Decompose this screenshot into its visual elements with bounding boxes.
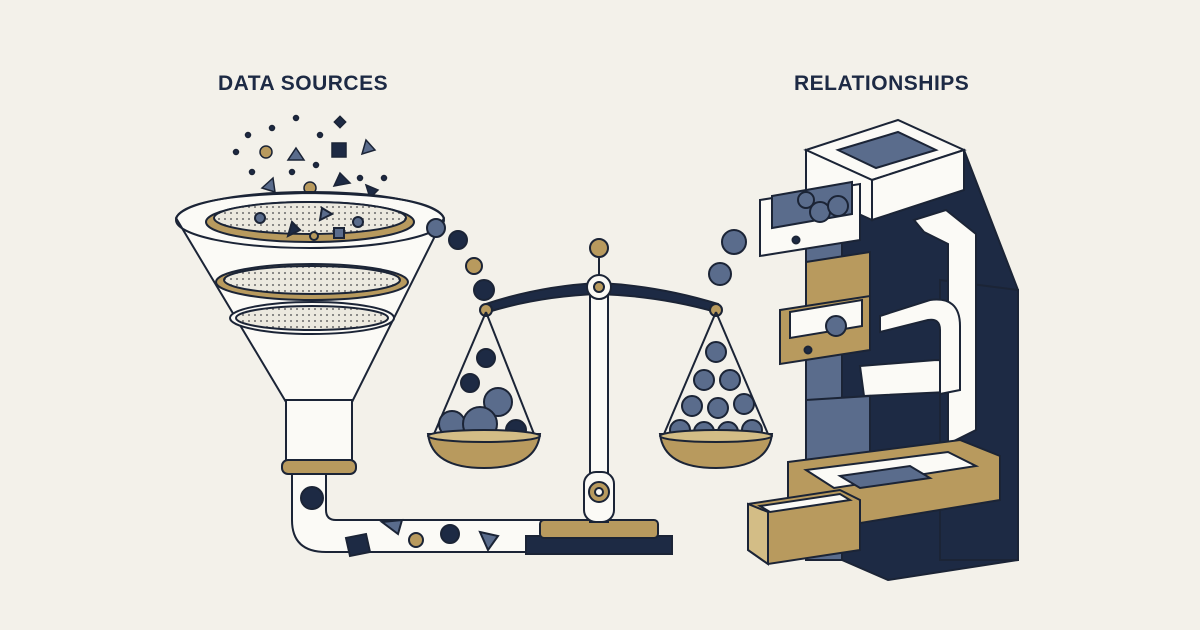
left-pan [426,433,542,470]
pipe-icon [291,473,561,558]
right-pan [658,433,774,470]
relationships-heading: RELATIONSHIPS [794,72,970,95]
funnel-icon [174,191,446,475]
balance-scale-icon [433,238,769,555]
flow-balls-right [708,229,747,286]
data-sources-heading: DATA SOURCES [218,72,389,95]
left-pan-balls [438,348,527,442]
flow-balls-left [426,218,495,301]
right-pan-balls [669,341,763,443]
drawer-cabinet-icon [747,118,1019,582]
data-particles [232,114,388,200]
